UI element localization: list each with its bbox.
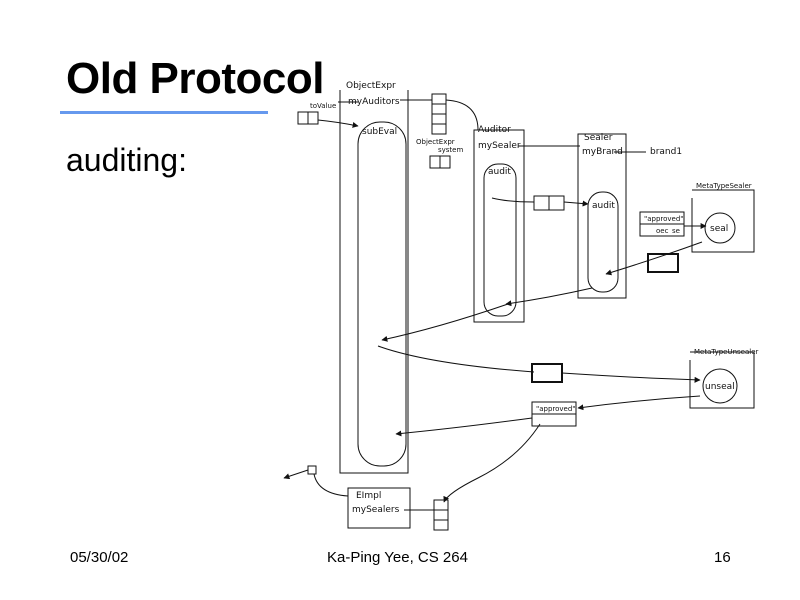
sealer-label: Sealer [584,133,613,143]
to-value-box: toValue [297,102,359,128]
object-expr-column: ObjectExpr myAuditors subEval [338,81,409,474]
box-1-label: oec [656,227,669,235]
slide-title: Old Protocol [66,54,325,103]
title-underline [60,111,268,114]
footer-date: 05/30/02 [70,549,129,566]
to-value-label: toValue [310,102,336,110]
meta-type-sealer-label: MetaTypeSealer [696,182,752,190]
my-brand-label: myBrand [582,147,623,157]
my-sealers-label: mySealers [352,505,400,515]
my-sealer-label: mySealer [478,141,521,151]
system-label: system [438,146,463,154]
my-auditors-label: myAuditors [348,97,400,107]
sealed-box-2 [531,363,563,383]
footer-page-number: 16 [714,549,731,566]
object-expr-pair: ObjectExpr system [416,138,463,169]
protocol-diagram: ObjectExpr myAuditors subEval toValue Ob… [283,81,759,531]
sealed-box-1 [647,253,679,273]
object-expr-label: ObjectExpr [346,81,396,91]
audit-label: audit [488,167,511,177]
unseal-label: unseal [705,382,735,392]
approved-box-2: "approved" [395,395,701,437]
pair-box-mid [491,195,589,211]
bullet-text: auditing: [66,142,187,178]
auditor-column: Auditor mySealer audit [473,125,580,323]
eimpl-box: EImpl mySealers [347,487,449,531]
sealer-column: Sealer myBrand audit brand1 [577,133,682,299]
small-box-bottom [307,465,317,475]
approved-box-1: "approved" oec se [639,211,707,237]
brand-label: brand1 [650,147,682,157]
approved-1-label: "approved" [644,215,684,223]
eval-label: subEval [362,127,397,137]
meta-type-unsealer: MetaTypeUnsealer unseal [689,348,759,409]
seal-label: seal [710,224,728,234]
meta-type-unsealer-label: MetaTypeUnsealer [694,348,759,356]
meta-type-sealer: MetaTypeSealer seal [691,182,755,253]
footer-author: Ka-Ping Yee, CS 264 [327,549,468,566]
audit-method-label: audit [592,201,615,211]
box-2-label: se [672,227,680,235]
stack-box-top [400,93,479,135]
eimpl-label: EImpl [356,491,381,501]
object-expr-2-label: ObjectExpr [416,138,455,146]
auditor-label: Auditor [478,125,511,135]
approved-2-label: "approved" [536,405,576,413]
